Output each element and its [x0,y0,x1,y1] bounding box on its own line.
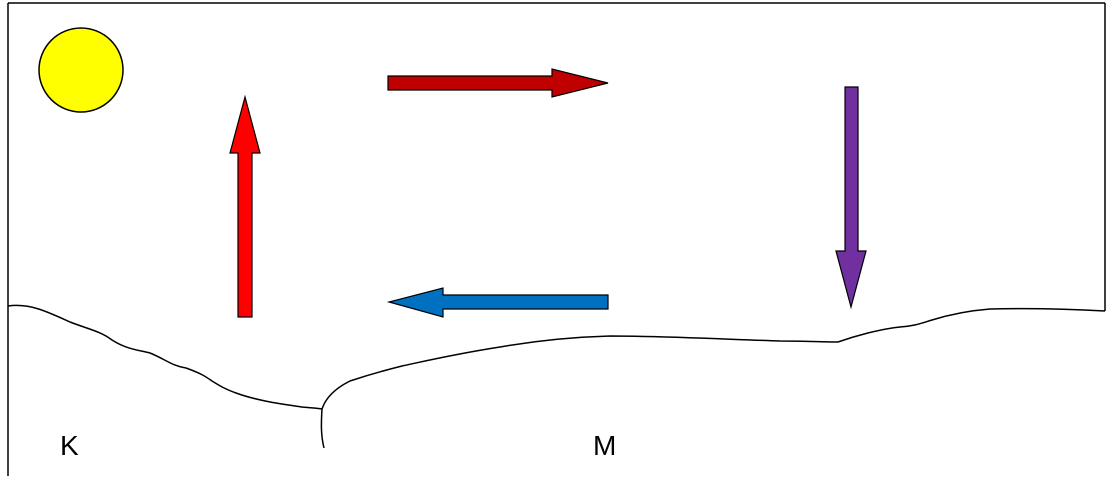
region-label-m: M [593,430,616,461]
arrow-left-icon [386,287,609,318]
region-label-k: K [60,430,79,461]
arrow-right-icon [387,68,609,98]
land-surface-right [837,307,1106,343]
arrow-down-icon [835,86,867,310]
land-surface-left [7,304,323,410]
arrow-up-icon [229,94,261,318]
land-boundary [320,335,839,449]
sun-icon [38,27,124,113]
